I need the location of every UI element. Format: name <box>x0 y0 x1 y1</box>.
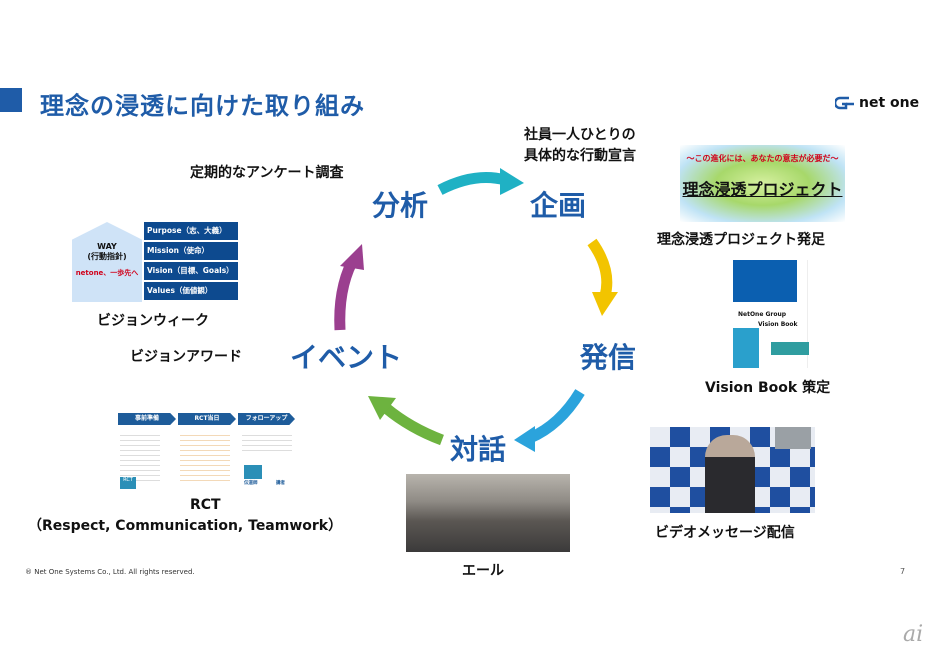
watermark-logo: ai <box>903 622 924 647</box>
rct-step: 事前準備 <box>118 413 176 425</box>
way-item: Values（価値観） <box>144 282 238 300</box>
copyright: ® Net One Systems Co., Ltd. All rights r… <box>25 568 195 576</box>
way-item: Mission（使命） <box>144 242 238 260</box>
meeting-photo <box>406 474 570 552</box>
way-subtitle: (行動指針) <box>87 251 127 261</box>
arrow-dissemination-to-dialogue <box>514 389 585 452</box>
declaration-label-1: 社員一人ひとりの <box>524 127 636 143</box>
logo-text: net one <box>859 95 920 111</box>
vision-book-label: Vision Book 策定 <box>705 380 831 396</box>
rct-figure: 事前準備 RCT当日 フォローアップ RCT 伝道師 講者 <box>118 405 295 490</box>
page-number: 7 <box>900 567 906 576</box>
arrow-planning-to-dissemination <box>587 238 618 316</box>
way-slogan: netone、一歩先へ <box>75 269 139 278</box>
arrow-event-to-analysis <box>334 244 364 331</box>
declaration-label-2: 具体的な行動宣言 <box>524 148 636 164</box>
banner-subtitle: 〜この進化には、あなたの意志が必要だ〜 <box>686 154 839 163</box>
sign-language-inset <box>775 427 811 449</box>
rct-step: RCT当日 <box>178 413 236 425</box>
banner-title: 理念浸透プロジェクト <box>682 180 843 199</box>
rct-right-tag: 講者 <box>276 481 285 486</box>
way-item: Purpose（志、大義） <box>144 222 238 240</box>
slide-title: 理念の浸透に向けた取り組み <box>40 92 365 120</box>
way-house: WAY (行動指針) netone、一歩先へ <box>72 222 142 302</box>
project-banner-image: 〜この進化には、あなたの意志が必要だ〜 理念浸透プロジェクト <box>680 145 845 222</box>
arrow-dialogue-to-event <box>368 396 444 446</box>
project-launch-label: 理念浸透プロジェクト発足 <box>657 232 825 248</box>
way-item: Vision（目標、Goals） <box>144 262 238 280</box>
way-figure: WAY (行動指針) netone、一歩先へ Purpose（志、大義） Mis… <box>72 222 238 302</box>
cycle-step-dialogue: 対話 <box>450 433 507 466</box>
cycle-step-analysis: 分析 <box>372 189 429 222</box>
rct-label: RCT <box>190 497 221 513</box>
vision-week-label: ビジョンウィーク <box>97 313 209 329</box>
rct-left-tag: 伝道師 <box>244 481 258 486</box>
cycle-step-event: イベント <box>290 341 403 374</box>
vision-award-label: ビジョンアワード <box>130 349 242 365</box>
rct-full-label: （Respect, Communication, Teamwork） <box>28 518 343 534</box>
netone-logo: net one <box>835 95 919 111</box>
cycle-step-dissemination: 発信 <box>580 341 637 374</box>
title-accent-bar <box>0 88 22 112</box>
rct-step: フォローアップ <box>238 413 295 425</box>
video-message-label: ビデオメッセージ配信 <box>655 525 795 541</box>
vision-book-line2: Vision Book <box>758 320 798 328</box>
speaker-figure <box>705 435 755 513</box>
vision-book-line1: NetOne Group <box>738 311 787 318</box>
rct-badge: RCT <box>120 477 136 489</box>
survey-label: 定期的なアンケート調査 <box>190 165 344 181</box>
cycle-step-planning: 企画 <box>530 189 587 222</box>
yell-label: エール <box>462 563 504 579</box>
netone-logo-icon <box>835 96 854 110</box>
arrow-analysis-to-planning <box>437 168 524 195</box>
video-message-image <box>650 427 815 513</box>
way-title: WAY <box>97 242 117 251</box>
